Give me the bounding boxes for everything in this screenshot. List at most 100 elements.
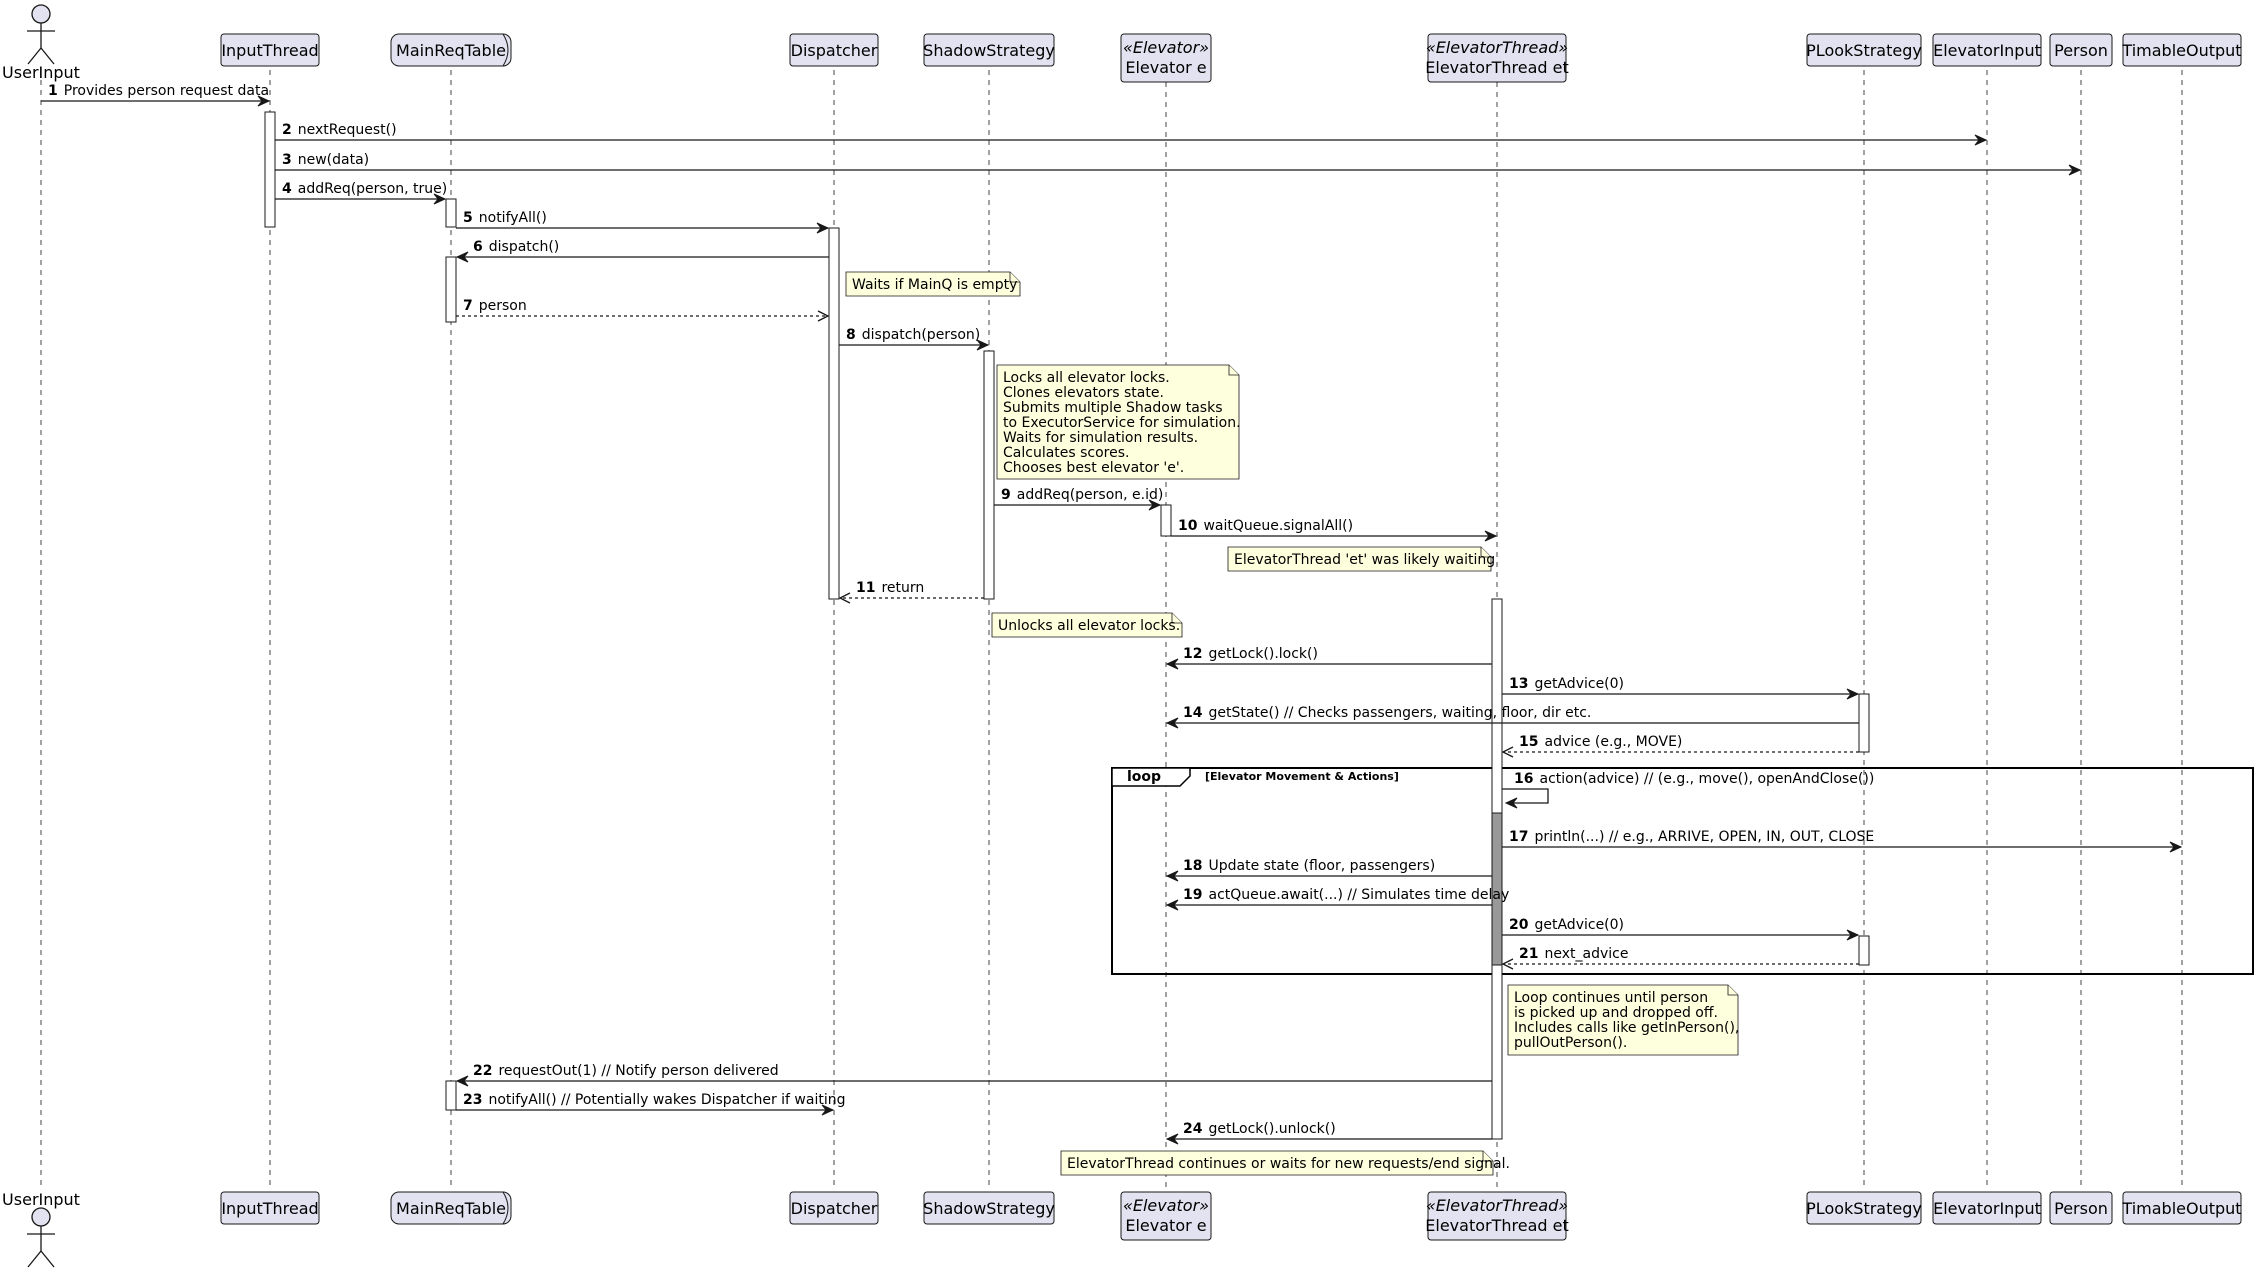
loop-tab bbox=[1111, 767, 1191, 787]
activation-elevatorthread bbox=[1491, 812, 1503, 966]
note-line: ElevatorThread 'et' was likely waiting bbox=[1234, 552, 1495, 568]
note-body bbox=[1060, 1150, 1494, 1176]
arrow-head bbox=[1484, 530, 1498, 542]
actor-leg-left bbox=[27, 1250, 42, 1268]
note-line: Includes calls like getInPerson(), bbox=[1514, 1020, 1739, 1036]
participant-person-top[interactable]: Person bbox=[2049, 33, 2113, 67]
participant-shadowstrategy-bottom[interactable]: ShadowStrategy bbox=[923, 1191, 1055, 1225]
note-n6: ElevatorThread continues or waits for ne… bbox=[1060, 1150, 1510, 1176]
participant-box bbox=[220, 1191, 320, 1225]
actor-head-icon bbox=[31, 1207, 51, 1227]
participant-label: PLookStrategy bbox=[1806, 41, 1922, 60]
participant-mainreqtable-top[interactable]: MainReqTable bbox=[390, 33, 512, 67]
arrow-head bbox=[1148, 499, 1162, 511]
participant-elevatorinput-bottom[interactable]: ElevatorInput bbox=[1932, 1191, 2042, 1225]
note-line: pullOutPerson(). bbox=[1514, 1035, 1627, 1051]
arrow-head bbox=[1974, 134, 1988, 146]
arrow-head bbox=[1165, 1133, 1179, 1145]
participant-plookstrategy-bottom[interactable]: PLookStrategy bbox=[1806, 1191, 1922, 1225]
participant-box bbox=[1932, 1191, 2042, 1225]
note-body bbox=[996, 364, 1240, 480]
participant-inputthread-top[interactable]: InputThread bbox=[220, 33, 320, 67]
participant-elevatorthread-bottom[interactable]: «ElevatorThread»ElevatorThread et bbox=[1425, 1191, 1569, 1241]
note-n2: Locks all elevator locks.Clones elevator… bbox=[996, 364, 1241, 480]
participant-label: UserInput bbox=[2, 1190, 80, 1209]
note-n3: ElevatorThread 'et' was likely waiting bbox=[1227, 546, 1495, 572]
participant-box bbox=[923, 33, 1055, 67]
participant-stereotype: «Elevator» bbox=[1123, 1196, 1209, 1215]
participant-label: ElevatorThread et bbox=[1425, 58, 1568, 77]
participant-timableoutput-top[interactable]: TimableOutput bbox=[2121, 33, 2242, 67]
participant-label: ElevatorInput bbox=[1933, 41, 2041, 60]
participant-mainreqtable-bottom[interactable]: MainReqTable bbox=[390, 1191, 512, 1225]
participant-inputthread-bottom[interactable]: InputThread bbox=[220, 1191, 320, 1225]
participant-dispatcher-top[interactable]: Dispatcher bbox=[789, 33, 879, 67]
loop-fragment: loop[Elevator Movement & Actions] bbox=[1111, 767, 2254, 975]
actor-leg-right bbox=[40, 1250, 55, 1268]
participant-label: MainReqTable bbox=[396, 1199, 506, 1218]
note-n1: Waits if MainQ is empty bbox=[845, 271, 1021, 297]
actor-head-icon bbox=[31, 4, 51, 24]
participant-timableoutput-bottom[interactable]: TimableOutput bbox=[2121, 1191, 2242, 1225]
queue-edge bbox=[502, 33, 509, 67]
participant-elevator-top[interactable]: «Elevator»Elevator e bbox=[1120, 33, 1212, 83]
activation-plookstrategy bbox=[1858, 693, 1870, 753]
participant-elevatorinput-top[interactable]: ElevatorInput bbox=[1932, 33, 2042, 67]
participant-label: ElevatorInput bbox=[1933, 1199, 2041, 1218]
participant-box bbox=[789, 1191, 879, 1225]
note-line: to ExecutorService for simulation. bbox=[1003, 415, 1241, 431]
note-body bbox=[1507, 984, 1739, 1056]
participant-elevatorthread-top[interactable]: «ElevatorThread»ElevatorThread et bbox=[1425, 33, 1569, 83]
participant-dispatcher-bottom[interactable]: Dispatcher bbox=[789, 1191, 879, 1225]
participant-label: Dispatcher bbox=[791, 1199, 878, 1218]
note-line: Submits multiple Shadow tasks bbox=[1003, 400, 1222, 416]
note-body bbox=[1227, 546, 1492, 572]
participant-stereotype: «ElevatorThread» bbox=[1426, 38, 1568, 57]
participant-box bbox=[2049, 1191, 2113, 1225]
loop-condition: [Elevator Movement & Actions] bbox=[1205, 770, 1399, 783]
arrow-head bbox=[838, 592, 851, 604]
participant-label: ElevatorThread et bbox=[1425, 1216, 1568, 1235]
actor-top[interactable]: UserInput bbox=[2, 4, 80, 82]
note-line: Loop continues until person bbox=[1514, 990, 1708, 1006]
participant-label: PLookStrategy bbox=[1806, 1199, 1922, 1218]
participant-shadowstrategy-top[interactable]: ShadowStrategy bbox=[923, 33, 1055, 67]
note-line: Chooses best elevator 'e'. bbox=[1003, 460, 1184, 476]
activation-shadowstrategy bbox=[983, 350, 995, 600]
participant-box bbox=[1427, 33, 1567, 83]
actor-bottom[interactable]: UserInput bbox=[2, 1190, 80, 1268]
activation-dispatcher bbox=[828, 227, 840, 600]
participant-stereotype: «Elevator» bbox=[1123, 38, 1209, 57]
queue-shape bbox=[390, 33, 512, 67]
activation-mainreqtable bbox=[445, 1080, 457, 1111]
arrow-head bbox=[1501, 958, 1514, 970]
note-line: Locks all elevator locks. bbox=[1003, 370, 1170, 386]
participant-plookstrategy-top[interactable]: PLookStrategy bbox=[1806, 33, 1922, 67]
participant-elevator-bottom[interactable]: «Elevator»Elevator e bbox=[1120, 1191, 1212, 1241]
participant-person-bottom[interactable]: Person bbox=[2049, 1191, 2113, 1225]
note-body bbox=[991, 612, 1183, 638]
